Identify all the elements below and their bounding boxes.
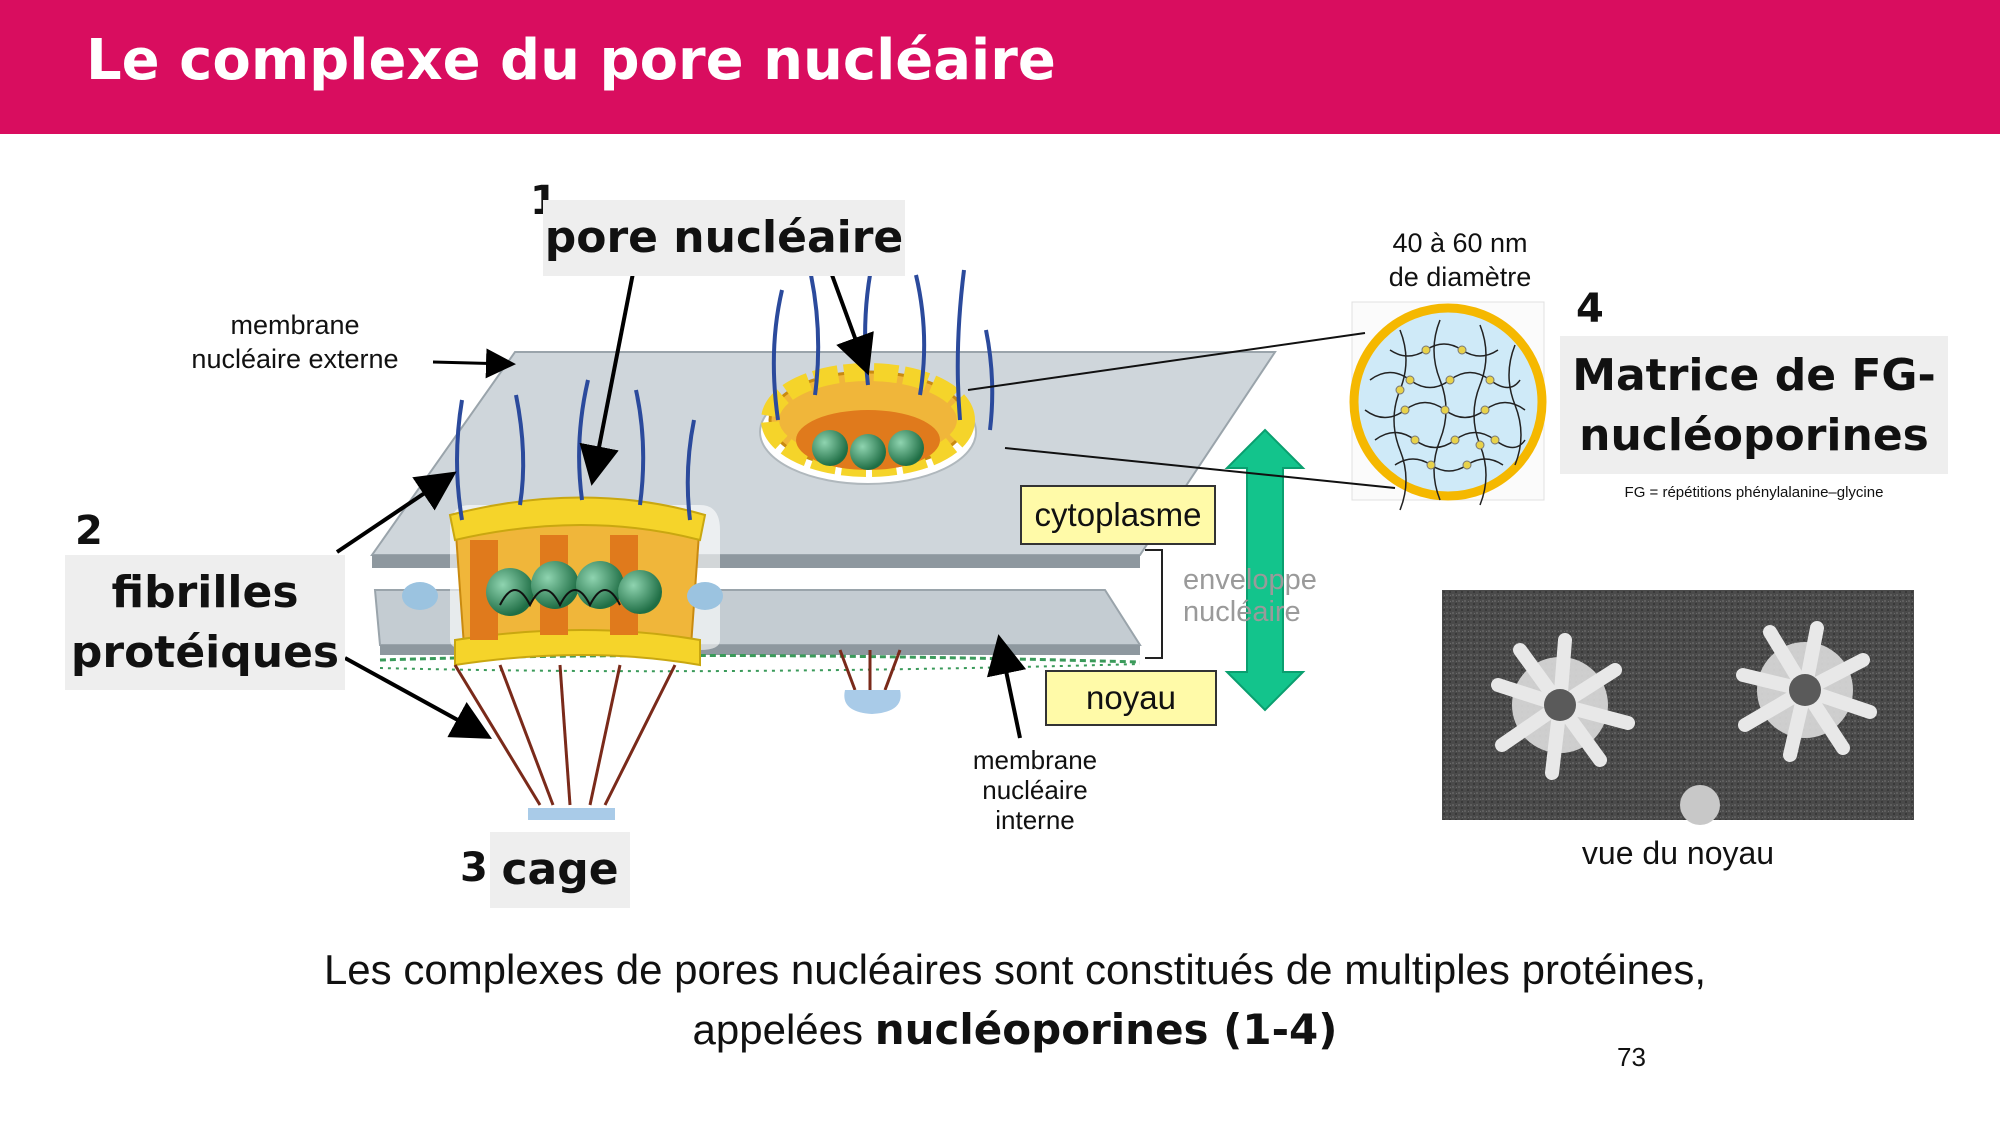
caption-line-2-plain: appelées [693,1006,875,1053]
slide-caption: Les complexes de pores nucléaires sont c… [100,940,1930,1060]
label-fg-note: FG = répétitions phénylalanine–glycine [1560,484,1948,501]
label-number-2: 2 [75,508,103,554]
nuclear-basket [455,665,675,805]
label-noyau: noyau [1045,670,1217,726]
label-cytoplasme: cytoplasme [1020,485,1216,545]
page-number: 73 [1617,1042,1646,1073]
caption-line-2-bold: nucléoporines (1-4) [875,1005,1338,1054]
label-diametre: 40 à 60 nm de diamètre [1360,226,1560,294]
pore-top-view [760,372,976,484]
label-fibrilles-proteiques: fibrilles protéiques [65,555,345,690]
basket-ring [528,808,615,820]
fg-matrix-illustration [1352,302,1544,510]
label-membrane-externe: membrane nucléaire externe [165,308,425,376]
label-cage: cage [490,832,630,908]
caption-line-2: appelées nucléoporines (1-4) [100,1000,1930,1060]
label-matrice-fg: Matrice de FG- nucléoporines [1560,336,1948,474]
label-membrane-interne: membrane nucléaire interne [945,745,1125,835]
label-enveloppe-nucleaire: enveloppe nucléaire [1183,564,1317,628]
electron-micrograph [1442,590,1914,825]
envelope-bracket [1145,550,1162,658]
label-vue-du-noyau: vue du noyau [1442,835,1914,872]
caption-line-1: Les complexes de pores nucléaires sont c… [100,940,1930,1000]
label-number-4: 4 [1576,286,1604,332]
label-pore-nucleaire: pore nucléaire [543,200,905,276]
label-number-3: 3 [460,845,488,891]
small-basket-ring [844,690,900,714]
